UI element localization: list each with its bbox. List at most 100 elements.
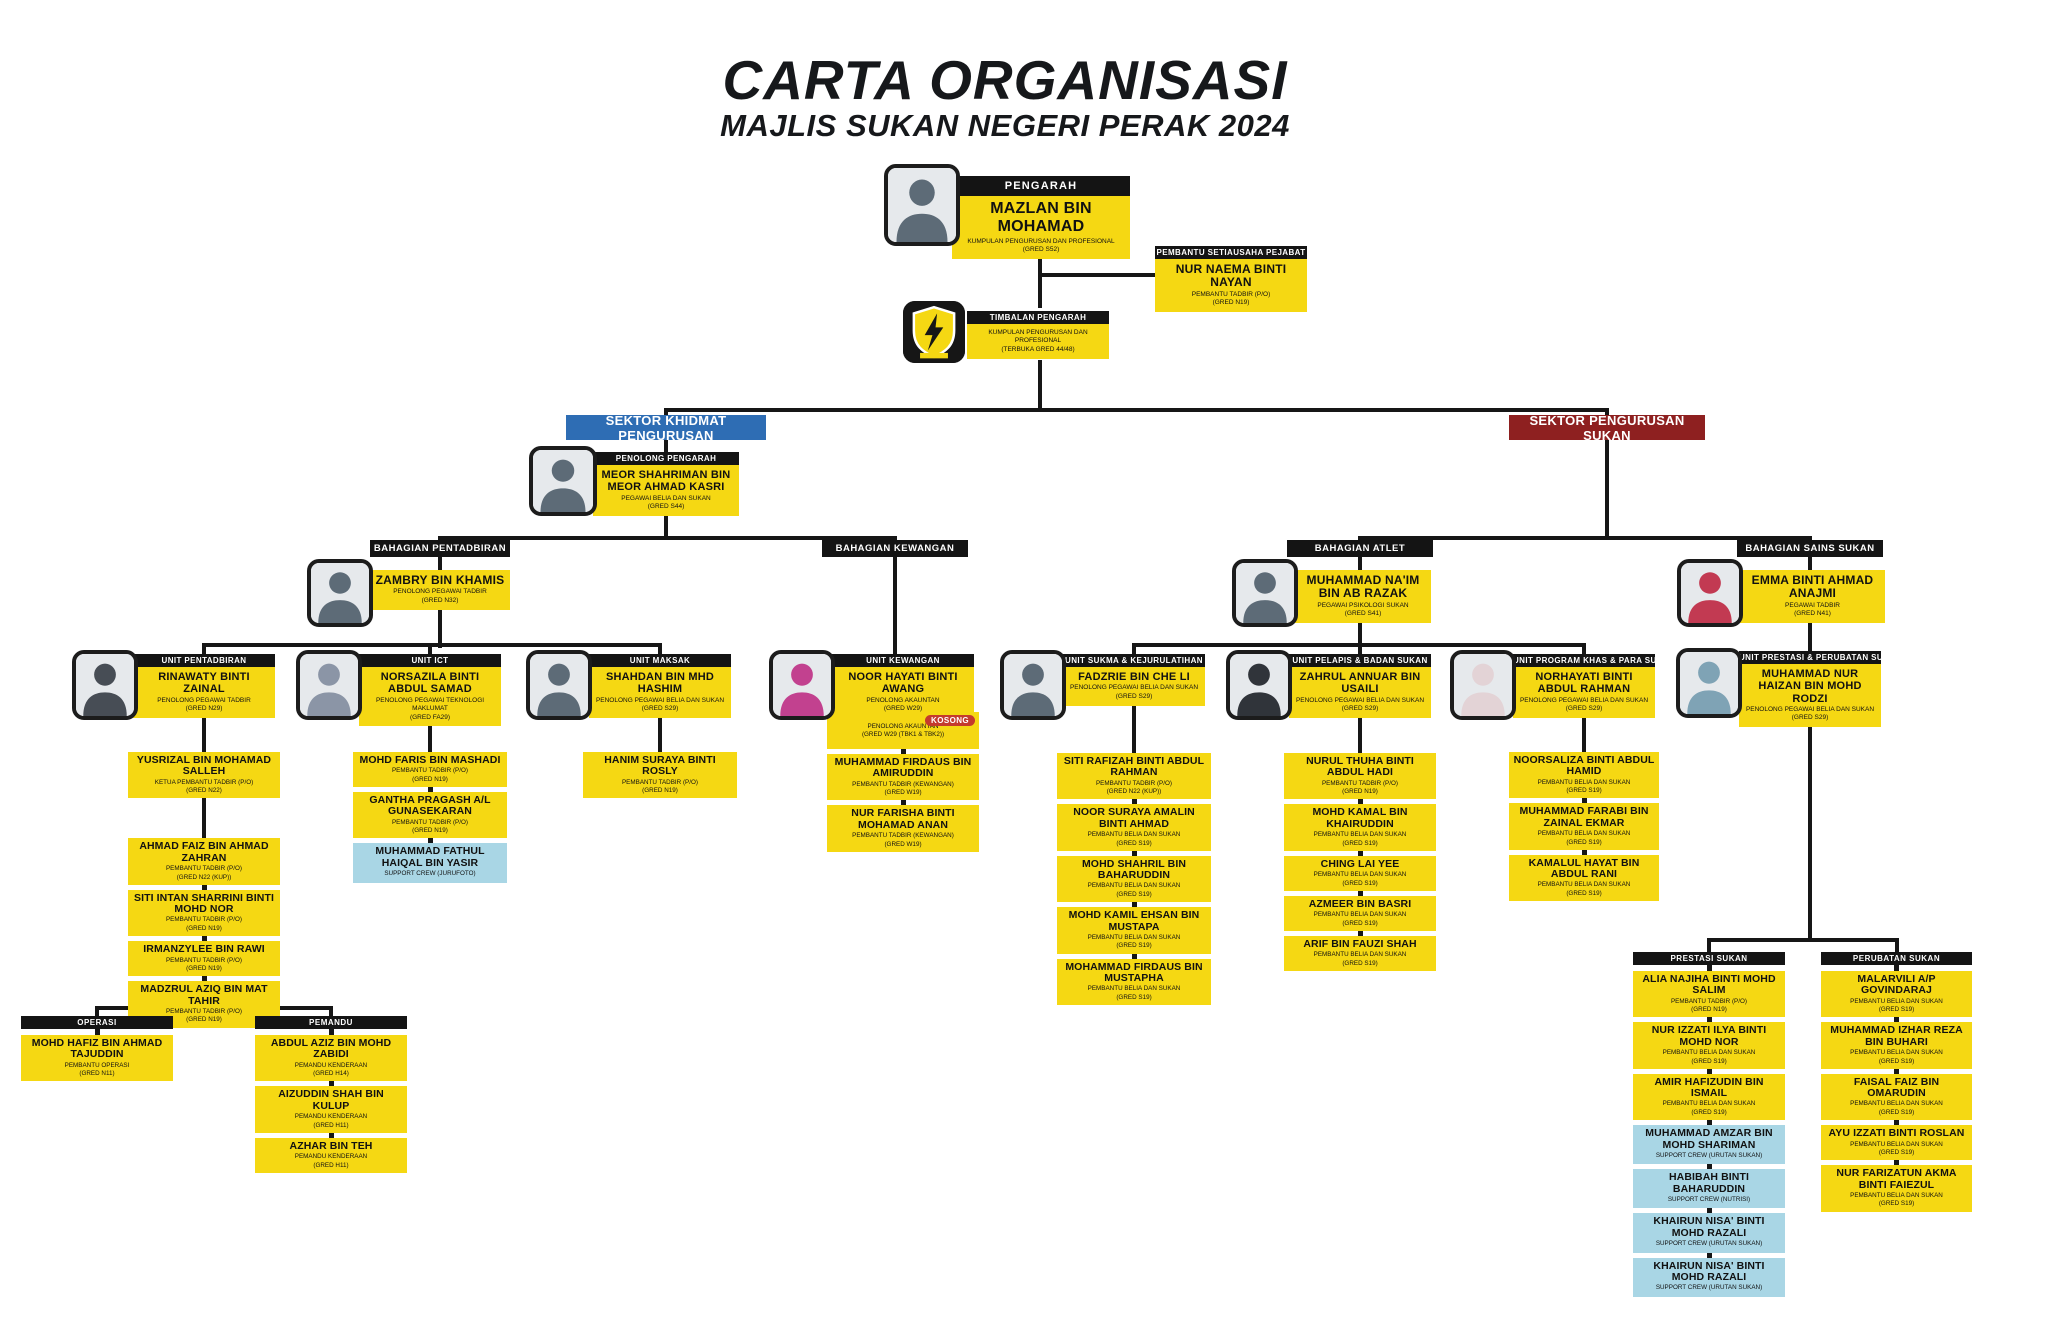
- person-gred: (GRED S19): [1342, 919, 1378, 927]
- person-name: NURUL THUHA BINTI ABDUL HADI: [1306, 755, 1414, 779]
- person-gred: (GRED N19): [186, 924, 222, 932]
- person-name: MAZLAN BIN MOHAMAD: [990, 200, 1092, 236]
- connector-tick: [1131, 799, 1137, 805]
- person-gred: (GRED S29): [1341, 705, 1379, 713]
- person-name: MOHD KAMIL EHSAN BIN MUSTAPA: [1068, 909, 1200, 933]
- person-name: EMMA BINTI AHMAD ANAJMI: [1751, 573, 1874, 601]
- unit-header: UNIT SUKMA & KEJURULATIHAN: [1063, 654, 1205, 667]
- person-gred: (GRED S29): [1565, 705, 1603, 713]
- person-role: PEMBANTU BELIA DAN SUKAN: [1850, 1191, 1943, 1199]
- photo-penolong-pengarah: [529, 446, 597, 516]
- connector-tick: [328, 1081, 334, 1087]
- person-gred: (GRED S19): [1878, 1057, 1915, 1065]
- person-role: PEMBANTU BELIA DAN SUKAN: [1850, 997, 1943, 1005]
- person-name: MUHAMMAD FARABI BIN ZAINAL EKMAR: [1519, 805, 1649, 829]
- person-name: SHAHDAN BIN MHD HASHIM: [605, 671, 715, 696]
- person-gred: (GRED N19): [1342, 788, 1378, 796]
- connector-tick: [328, 1029, 334, 1035]
- person-gred: (GRED S19): [1878, 1149, 1915, 1156]
- person-gred: (GRED N19): [1691, 1006, 1727, 1014]
- person-name: KAMALUL HAYAT BIN ABDUL RANI: [1528, 856, 1640, 881]
- person-role: PEMBANTU BELIA DAN SUKAN: [1313, 951, 1407, 959]
- person-gred: (GRED S19): [1342, 839, 1378, 847]
- person-gred: (GRED N41): [1794, 610, 1831, 618]
- photo-ketua-unit-ict: [296, 650, 362, 720]
- person-role: PEMBANTU BELIA DAN SUKAN: [1662, 1100, 1756, 1108]
- person-role: PEMBANTU BELIA DAN SUKAN: [1537, 778, 1631, 786]
- connector-tick: [201, 884, 207, 890]
- person-role: PEMBANTU BELIA DAN SUKAN: [1537, 830, 1631, 838]
- unit-header: UNIT PENTADBIRAN: [133, 654, 275, 667]
- person-name: RINAWATY BINTI ZAINAL: [158, 671, 250, 696]
- person-name: ZAMBRY BIN KHAMIS: [375, 573, 505, 587]
- person-name: NUR FARISHA BINTI MOHAMAD ANAN: [851, 807, 955, 831]
- unit-header: UNIT PRESTASI & PERUBATAN SUKAN: [1739, 651, 1902, 664]
- photo-ketua-unit-maksak: [526, 650, 592, 720]
- person-name: FAISAL FAIZ BIN OMARUDIN: [1853, 1075, 1940, 1100]
- person-gred: (GRED N11): [79, 1070, 115, 1078]
- person-gred: (GRED FA29): [409, 713, 451, 721]
- person-role: PEMBANTU BELIA DAN SUKAN: [1087, 831, 1181, 839]
- connector-tick: [427, 838, 433, 844]
- connector-tick: [1894, 1120, 1899, 1126]
- connector-tick: [1706, 965, 1712, 971]
- person-role: PEMBANTU TADBIR (P/O): [165, 1007, 243, 1015]
- person-gred: (GRED N19): [186, 965, 222, 972]
- person-role: PEMBANTU BELIA DAN SUKAN: [1313, 911, 1407, 919]
- person-role: SUPPORT CREW (NUTRISI): [1667, 1195, 1751, 1203]
- connector-tick: [1581, 798, 1587, 804]
- person-name: ARIF BIN FAUZI SHAH: [1303, 937, 1417, 950]
- person-gred: (GRED W29): [883, 705, 923, 713]
- person-name: NUR FARIZATUN AKMA BINTI FAIEZUL: [1836, 1167, 1957, 1191]
- person-role: PEGAWAI PSIKOLOGI SUKAN: [1317, 601, 1409, 609]
- photo-ketua-bahagian-sains-sukan: [1677, 559, 1743, 627]
- person-name: AIZUDDIN SHAH BIN KULUP: [278, 1088, 384, 1112]
- person-name: SITI RAFIZAH BINTI ABDUL RAHMAN: [1063, 755, 1205, 779]
- person-role: PENOLONG PEGAWAI TADBIR: [157, 696, 251, 704]
- unit-header: PEMBANTU SETIAUSAHA PEJABAT: [1155, 246, 1307, 259]
- person-gred: (GRED W19): [884, 789, 922, 797]
- person-role: PENOLONG PEGAWAI BELIA DAN SUKAN: [1069, 684, 1199, 692]
- person-name: YUSRIZAL BIN MOHAMAD SALLEH: [136, 754, 272, 778]
- person-role: PEMBANTU TADBIR (P/O): [1095, 779, 1173, 787]
- person-gred: (GRED H14): [313, 1070, 349, 1078]
- person-gred: (GRED N19): [186, 1016, 222, 1024]
- connector-tick: [1357, 930, 1363, 936]
- person-role: PEMBANTU TADBIR (P/O): [621, 778, 699, 786]
- person-name: MOHD KAMAL BIN KHAIRUDDIN: [1312, 806, 1408, 830]
- person-gred: (GRED W29 (TBK1 & TBK2)): [861, 731, 945, 739]
- person-role: SUPPORT CREW (URUTAN SUKAN): [1655, 1284, 1763, 1292]
- person-name: MOHD FARIS BIN MASHADI: [359, 754, 501, 766]
- connector-tick: [1706, 1164, 1712, 1170]
- person-name: MEOR SHAHRIMAN BIN MEOR AHMAD KASRI: [601, 469, 731, 494]
- card-body: KUMPULAN PENGURUSAN DAN PROFESIONAL(TERB…: [967, 324, 1109, 359]
- connector-tick: [1357, 799, 1363, 805]
- person-role: KUMPULAN PENGURUSAN DAN PROFESIONAL: [988, 329, 1088, 345]
- person-role: PEMBANTU TADBIR (P/O): [391, 767, 469, 775]
- photo-ketua-unit-pelapis: [1226, 650, 1292, 720]
